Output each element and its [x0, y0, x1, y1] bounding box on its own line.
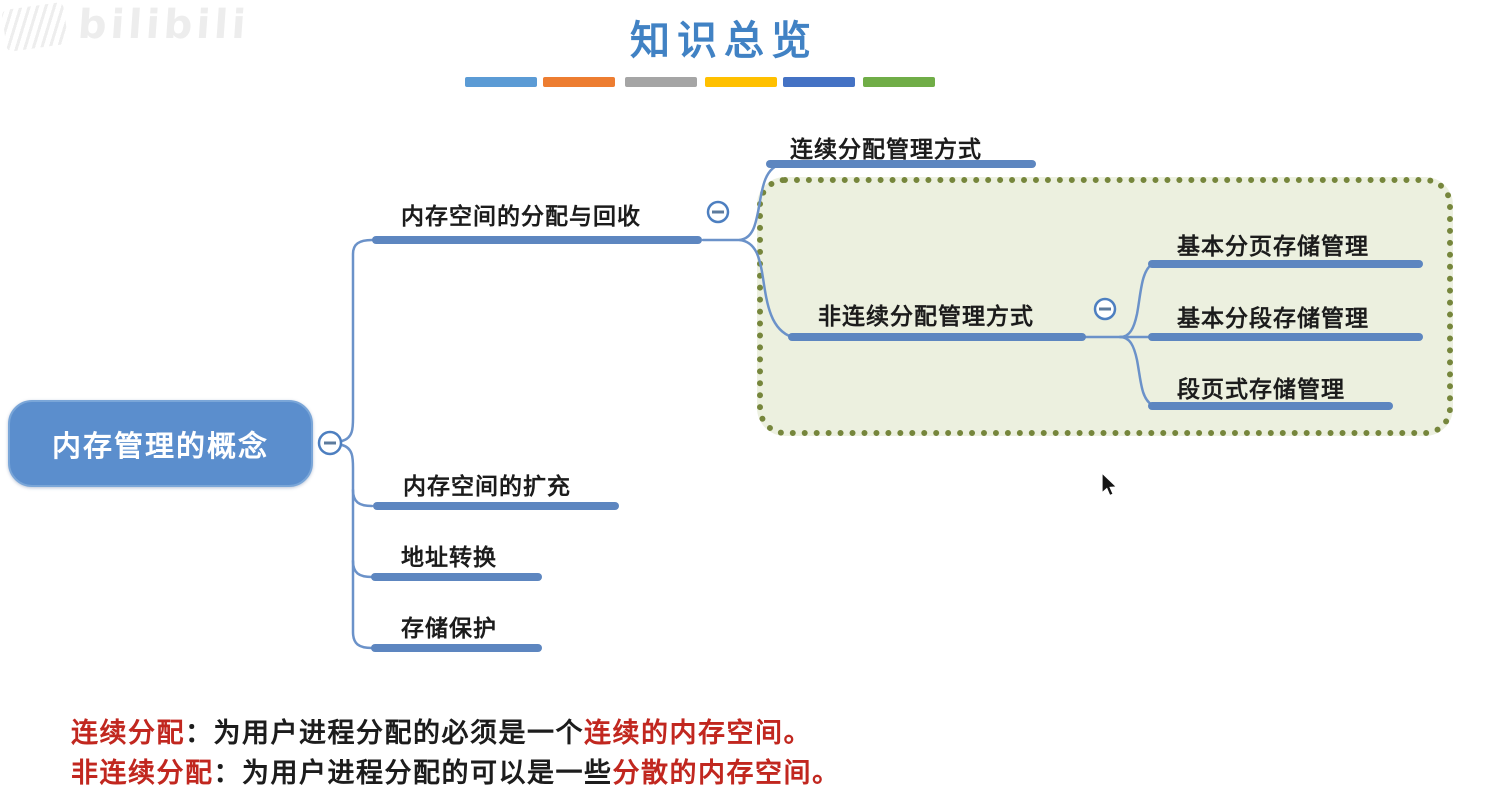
topic-storage-protect[interactable]: 存储保护 [401, 615, 497, 641]
collapse-button-alloc[interactable] [706, 200, 730, 224]
topic-alloc-recycle[interactable]: 内存空间的分配与回收 [401, 203, 641, 229]
topic-segpage[interactable]: 段页式存储管理 [1177, 376, 1345, 402]
connector-alloc-contiguous [738, 162, 784, 242]
connector-root-protect [340, 443, 374, 650]
collapse-button-root[interactable] [317, 430, 343, 456]
topic-contiguous-underline [766, 160, 1036, 168]
note-contiguous-highlight: 连续的内存空间。 [584, 718, 812, 748]
note-contiguous-lead: 连续分配 [71, 718, 185, 748]
topic-expand[interactable]: 内存空间的扩充 [403, 473, 571, 499]
note-contiguous-body: ：为用户进程分配的必须是一个 [185, 718, 584, 748]
topic-segmentation[interactable]: 基本分段存储管理 [1177, 305, 1369, 331]
connector-root-alloc [340, 238, 374, 443]
connector-noncontig-segpage [1118, 335, 1154, 407]
topic-expand-underline [373, 502, 619, 510]
connector-alloc-noncontiguous [738, 238, 794, 339]
divider-bar-gray [625, 77, 697, 87]
topic-storage-protect-underline [371, 644, 542, 652]
page-title: 知识总览 [630, 17, 818, 64]
topic-segpage-underline [1148, 402, 1393, 410]
note-noncontiguous-body: ：为用户进程分配的可以是一些 [213, 758, 613, 788]
root-topic[interactable]: 内存管理的概念 [8, 400, 313, 487]
note-noncontiguous-lead: 非连续分配 [71, 758, 214, 788]
topic-contiguous[interactable]: 连续分配管理方式 [790, 136, 982, 162]
note-noncontiguous: 非连续分配：为用户进程分配的可以是一些分散的内存空间。 [71, 751, 841, 790]
divider-bar-blue [465, 77, 537, 87]
connector-root-address [351, 559, 374, 579]
topic-alloc-recycle-underline [372, 236, 702, 244]
topic-paging-underline [1148, 260, 1423, 268]
note-contiguous: 连续分配：为用户进程分配的必须是一个连续的内存空间。 [71, 711, 812, 750]
collapse-button-noncontig[interactable] [1093, 297, 1117, 321]
mouse-cursor-icon [1101, 472, 1119, 497]
connector-noncontig-paging [1118, 262, 1154, 339]
divider-bar-gold [705, 77, 777, 87]
divider-bar-green [863, 77, 935, 87]
topic-address-translate[interactable]: 地址转换 [401, 544, 497, 570]
divider-bar-orange [543, 77, 615, 87]
topic-noncontiguous-underline [788, 333, 1086, 341]
note-noncontiguous-highlight: 分散的内存空间。 [612, 758, 841, 788]
divider-bar-navy [783, 77, 855, 87]
topic-paging[interactable]: 基本分页存储管理 [1177, 233, 1369, 259]
topic-address-translate-underline [371, 573, 542, 581]
connector-root-expand [351, 488, 374, 508]
topic-noncontiguous[interactable]: 非连续分配管理方式 [818, 303, 1034, 329]
topic-segmentation-underline [1148, 333, 1423, 341]
